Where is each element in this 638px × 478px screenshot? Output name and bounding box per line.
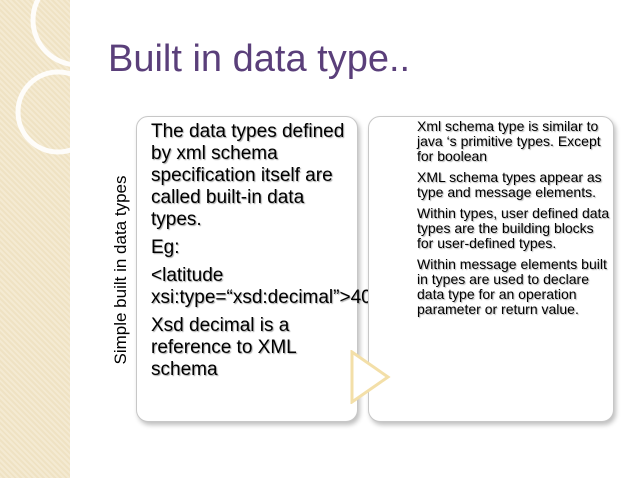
decorative-circles [15, 0, 110, 155]
left-paragraph: Eg: [151, 237, 180, 258]
slide-title: Built in data type.. [108, 38, 411, 80]
left-panel-text: The data types defined by xml schema spe… [151, 121, 487, 387]
right-panel: Xml schema type is similar to java ‘s pr… [368, 116, 614, 422]
right-paragraph: Xml schema type is similar to java ‘s pr… [417, 118, 601, 164]
chevron-arrow-icon [350, 350, 391, 404]
left-paragraph: The data types defined by xml schema spe… [151, 121, 345, 230]
vertical-label-text: Simple built in data types [111, 175, 130, 365]
left-panel: The data types defined by xml schema spe… [136, 116, 487, 422]
left-paragraph: <latitude xsi:type=“xsd:decimal”>40.28</… [151, 265, 487, 308]
right-paragraph: XML schema types appear as type and mess… [417, 169, 602, 200]
right-paragraph: Within types, user defined data types ar… [417, 205, 610, 251]
right-paragraph: Within message elements built in types a… [417, 256, 607, 317]
right-panel-text: Xml schema type is similar to java ‘s pr… [417, 119, 611, 323]
vertical-label: Simple built in data types [106, 118, 136, 422]
left-paragraph: Xsd decimal is a reference to XML schema [151, 315, 297, 380]
